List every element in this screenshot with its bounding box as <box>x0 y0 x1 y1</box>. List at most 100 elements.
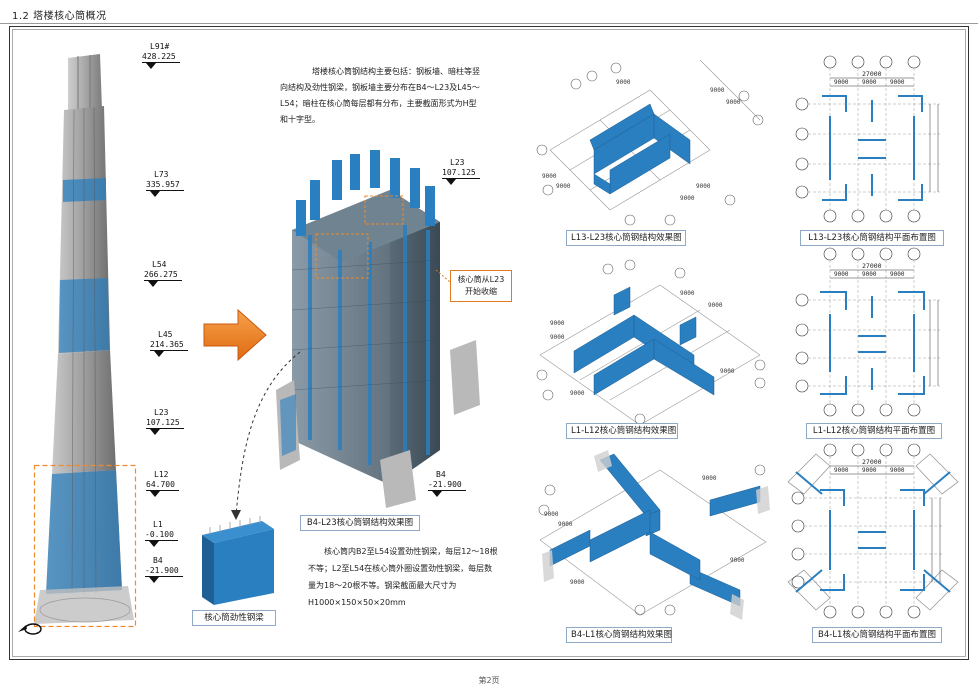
level-marker: L1 -0.100 <box>145 520 178 547</box>
level-elevation: -21.900 <box>145 566 183 577</box>
level-name: L23 <box>450 158 465 167</box>
level-elevation: 107.125 <box>442 168 480 179</box>
svg-text:9000: 9000 <box>702 475 717 482</box>
svg-text:9000: 9000 <box>550 334 565 341</box>
level-elevation: 335.957 <box>146 180 184 191</box>
level-elevation: 266.275 <box>144 270 182 281</box>
plan-span-dim: 9000 <box>862 467 877 474</box>
level-marker: L54 266.275 <box>144 260 182 287</box>
level-name: L1 <box>153 520 163 529</box>
plan-span-dim: 9000 <box>890 271 905 278</box>
dashed-leader-arrow <box>231 351 301 520</box>
svg-text:9000: 9000 <box>556 183 571 190</box>
svg-text:9000: 9000 <box>544 511 559 518</box>
north-arrow-icon <box>16 620 42 636</box>
core-model-caption: B4-L23核心筒钢结构效果图 <box>300 515 420 531</box>
plan-span-dim: 9000 <box>862 271 877 278</box>
level-name: L91# <box>150 42 170 51</box>
tower-model-image <box>34 54 134 624</box>
level-marker: L12 64.700 <box>146 470 179 497</box>
core-top-level-marker: L23 107.125 <box>442 158 480 185</box>
iso-caption-l1-l12: L1-L12核心筒钢结构效果图 <box>566 423 678 439</box>
svg-text:9000: 9000 <box>710 87 725 94</box>
svg-text:9000: 9000 <box>720 368 735 375</box>
plan-panel: 27000 9000 9000 9000 <box>790 247 958 420</box>
level-triangle-icon <box>154 351 164 357</box>
plan-total-dim: 27000 <box>862 458 882 466</box>
svg-text:9000: 9000 <box>680 195 695 202</box>
level-elevation: 214.365 <box>150 340 188 351</box>
level-elevation: -0.100 <box>145 530 178 541</box>
core-intro-text: 塔楼核心筒钢结构主要包括：钢板墙、暗柱等竖向结构及劲性钢梁，钢板墙主要分布在B4… <box>280 67 480 124</box>
level-name: L12 <box>154 470 169 479</box>
level-marker: L73 335.957 <box>146 170 184 197</box>
level-name: L73 <box>154 170 169 179</box>
level-triangle-icon <box>432 491 442 497</box>
plan-total-dim: 27000 <box>862 70 882 78</box>
svg-text:9000: 9000 <box>570 579 585 586</box>
svg-text:9000: 9000 <box>558 521 573 528</box>
plan-panel: 27000 9000 9000 9000 <box>790 55 958 228</box>
plan-span-dim: 9000 <box>834 271 849 278</box>
plan-total-dim: 27000 <box>862 262 882 270</box>
svg-text:9000: 9000 <box>696 183 711 190</box>
steel-beam-image <box>202 516 274 605</box>
level-triangle-icon <box>148 281 158 287</box>
core-bottom-level-marker: B4 -21.900 <box>428 470 466 497</box>
level-elevation: 107.125 <box>146 418 184 429</box>
level-name: B4 <box>436 470 446 479</box>
plan-l13-l23-image <box>795 55 940 223</box>
svg-text:9000: 9000 <box>708 302 723 309</box>
tower-lower-highlight <box>33 464 137 628</box>
core-3d-model-image <box>276 150 480 508</box>
level-name: L45 <box>158 330 173 339</box>
level-triangle-icon <box>146 63 156 69</box>
iso-caption-l13-l23: L13-L23核心筒钢结构效果图 <box>566 230 686 246</box>
level-elevation: -21.900 <box>428 480 466 491</box>
level-name: B4 <box>153 556 163 565</box>
plan-span-dim: 9000 <box>834 79 849 86</box>
svg-text:9000: 9000 <box>680 290 695 297</box>
level-marker: L23 107.125 <box>146 408 184 435</box>
steel-beam-caption: 核心筒劲性钢梁 <box>192 610 276 626</box>
plan-b4-l1-image <box>787 443 959 619</box>
section-title: 1.2 塔楼核心筒概况 <box>12 11 107 22</box>
svg-text:9000: 9000 <box>570 390 585 397</box>
svg-text:9000: 9000 <box>542 173 557 180</box>
plan-span-dim: 9000 <box>890 467 905 474</box>
iso-view-b4-l1-image: 9000 9000 9000 9000 9000 <box>538 450 770 620</box>
svg-text:9000: 9000 <box>726 99 741 106</box>
level-marker: L45 214.365 <box>150 330 188 357</box>
drawing-inner-frame <box>12 29 966 657</box>
level-name: L23 <box>154 408 169 417</box>
level-triangle-icon <box>149 577 159 583</box>
plan-panel: 27000 9000 9000 9000 <box>782 442 964 622</box>
drawing-frame <box>9 26 969 660</box>
callout-leader <box>435 269 451 283</box>
level-marker: L91# 428.225 <box>142 42 180 69</box>
plan-caption-l13-l23: L13-L23核心筒钢结构平面布置图 <box>800 230 944 246</box>
level-triangle-icon <box>149 541 159 547</box>
level-triangle-icon <box>150 491 160 497</box>
plan-span-dim: 9000 <box>834 467 849 474</box>
iso-caption-b4-l1: B4-L1核心筒钢结构效果图 <box>566 627 672 643</box>
plan-span-dim: 9000 <box>862 79 877 86</box>
plan-caption-b4-l1: B4-L1核心筒钢结构平面布置图 <box>812 627 942 643</box>
plan-l1-l12-image <box>795 247 940 417</box>
plan-caption-l1-l12: L1-L12核心筒钢结构平面布置图 <box>806 423 942 439</box>
level-elevation: 428.225 <box>142 52 180 63</box>
steel-beam-text: 核心筒内B2至L54设置劲性钢梁，每层12～18根不等；L2至L54在核心筒外圈… <box>308 547 498 607</box>
arrow-right-icon <box>203 308 267 362</box>
page-header: 1.2 塔楼核心筒概况 <box>0 0 978 24</box>
svg-text:9000: 9000 <box>616 79 631 86</box>
iso-view-panel: 9000 9000 9000 9000 9000 <box>530 450 776 622</box>
level-triangle-icon <box>150 191 160 197</box>
svg-text:9000: 9000 <box>730 557 745 564</box>
level-name: L54 <box>152 260 167 269</box>
page-number: 第2页 <box>478 676 500 685</box>
level-triangle-icon <box>150 429 160 435</box>
